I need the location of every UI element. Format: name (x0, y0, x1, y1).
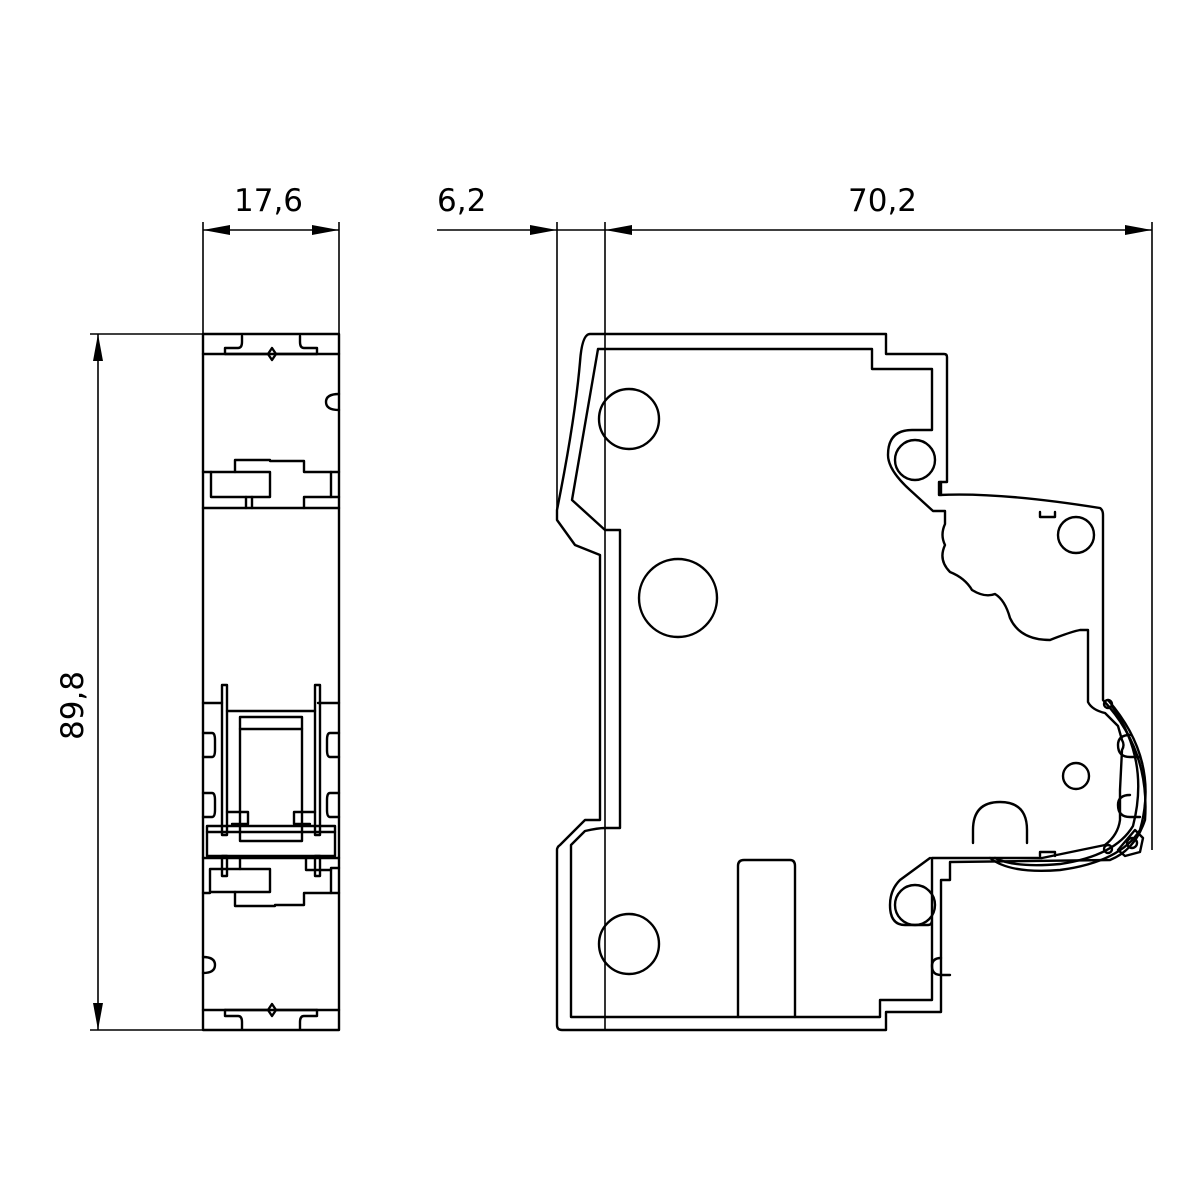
side-view (201, 332, 341, 1032)
profile-view (555, 332, 1147, 1032)
dimension-label-height: 89,8 (55, 670, 92, 741)
dimension-width (202, 222, 340, 335)
dimension-label-width: 17,6 (234, 183, 304, 219)
dimension-label-offset: 6,2 (437, 183, 487, 219)
dimension-depth (605, 222, 1153, 850)
dimension-height (90, 333, 203, 1031)
dimension-offset (437, 222, 606, 1030)
dimension-label-depth: 70,2 (848, 183, 918, 219)
